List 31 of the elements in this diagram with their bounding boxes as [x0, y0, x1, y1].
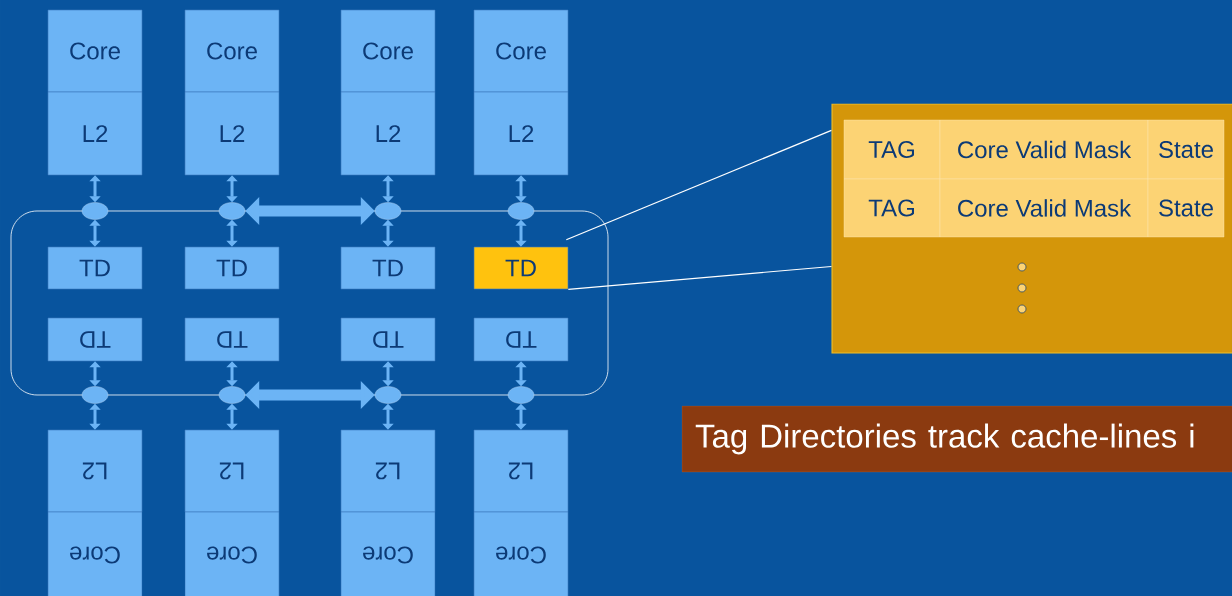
- cache-box: L2: [473, 91, 569, 176]
- core-box: Core: [184, 9, 280, 93]
- tag-directory-box: TD: [340, 317, 436, 362]
- tag-directory-box: TD: [473, 317, 569, 362]
- table-cell: State: [1147, 119, 1225, 180]
- tag-directory-box: TD: [184, 246, 280, 290]
- table-cell: TAG: [843, 178, 941, 238]
- cache-box: L2: [184, 91, 280, 176]
- tag-directory-box: TD: [473, 246, 569, 290]
- tag-directory-box: TD: [340, 246, 436, 290]
- core-box: Core: [340, 9, 436, 93]
- core-box: Core: [340, 511, 436, 596]
- core-box: Core: [473, 511, 569, 596]
- table-cell: TAG: [843, 119, 941, 180]
- cache-box: L2: [473, 429, 569, 513]
- core-box: Core: [47, 9, 143, 93]
- tag-directory-box: TD: [47, 317, 143, 362]
- tag-directory-box: TD: [47, 246, 143, 290]
- table-cell: State: [1147, 178, 1225, 238]
- core-box: Core: [473, 9, 569, 93]
- cache-box: L2: [340, 429, 436, 513]
- cache-box: L2: [184, 429, 280, 513]
- core-box: Core: [47, 511, 143, 596]
- banner: Tag Directories track cache-lines i: [681, 405, 1232, 473]
- core-box: Core: [184, 511, 280, 596]
- leader-line: [565, 129, 832, 241]
- tag-directory-box: TD: [184, 317, 280, 362]
- cache-box: L2: [340, 91, 436, 176]
- leader-line: [567, 265, 832, 290]
- cache-box: L2: [47, 91, 143, 176]
- cache-box: L2: [47, 429, 143, 513]
